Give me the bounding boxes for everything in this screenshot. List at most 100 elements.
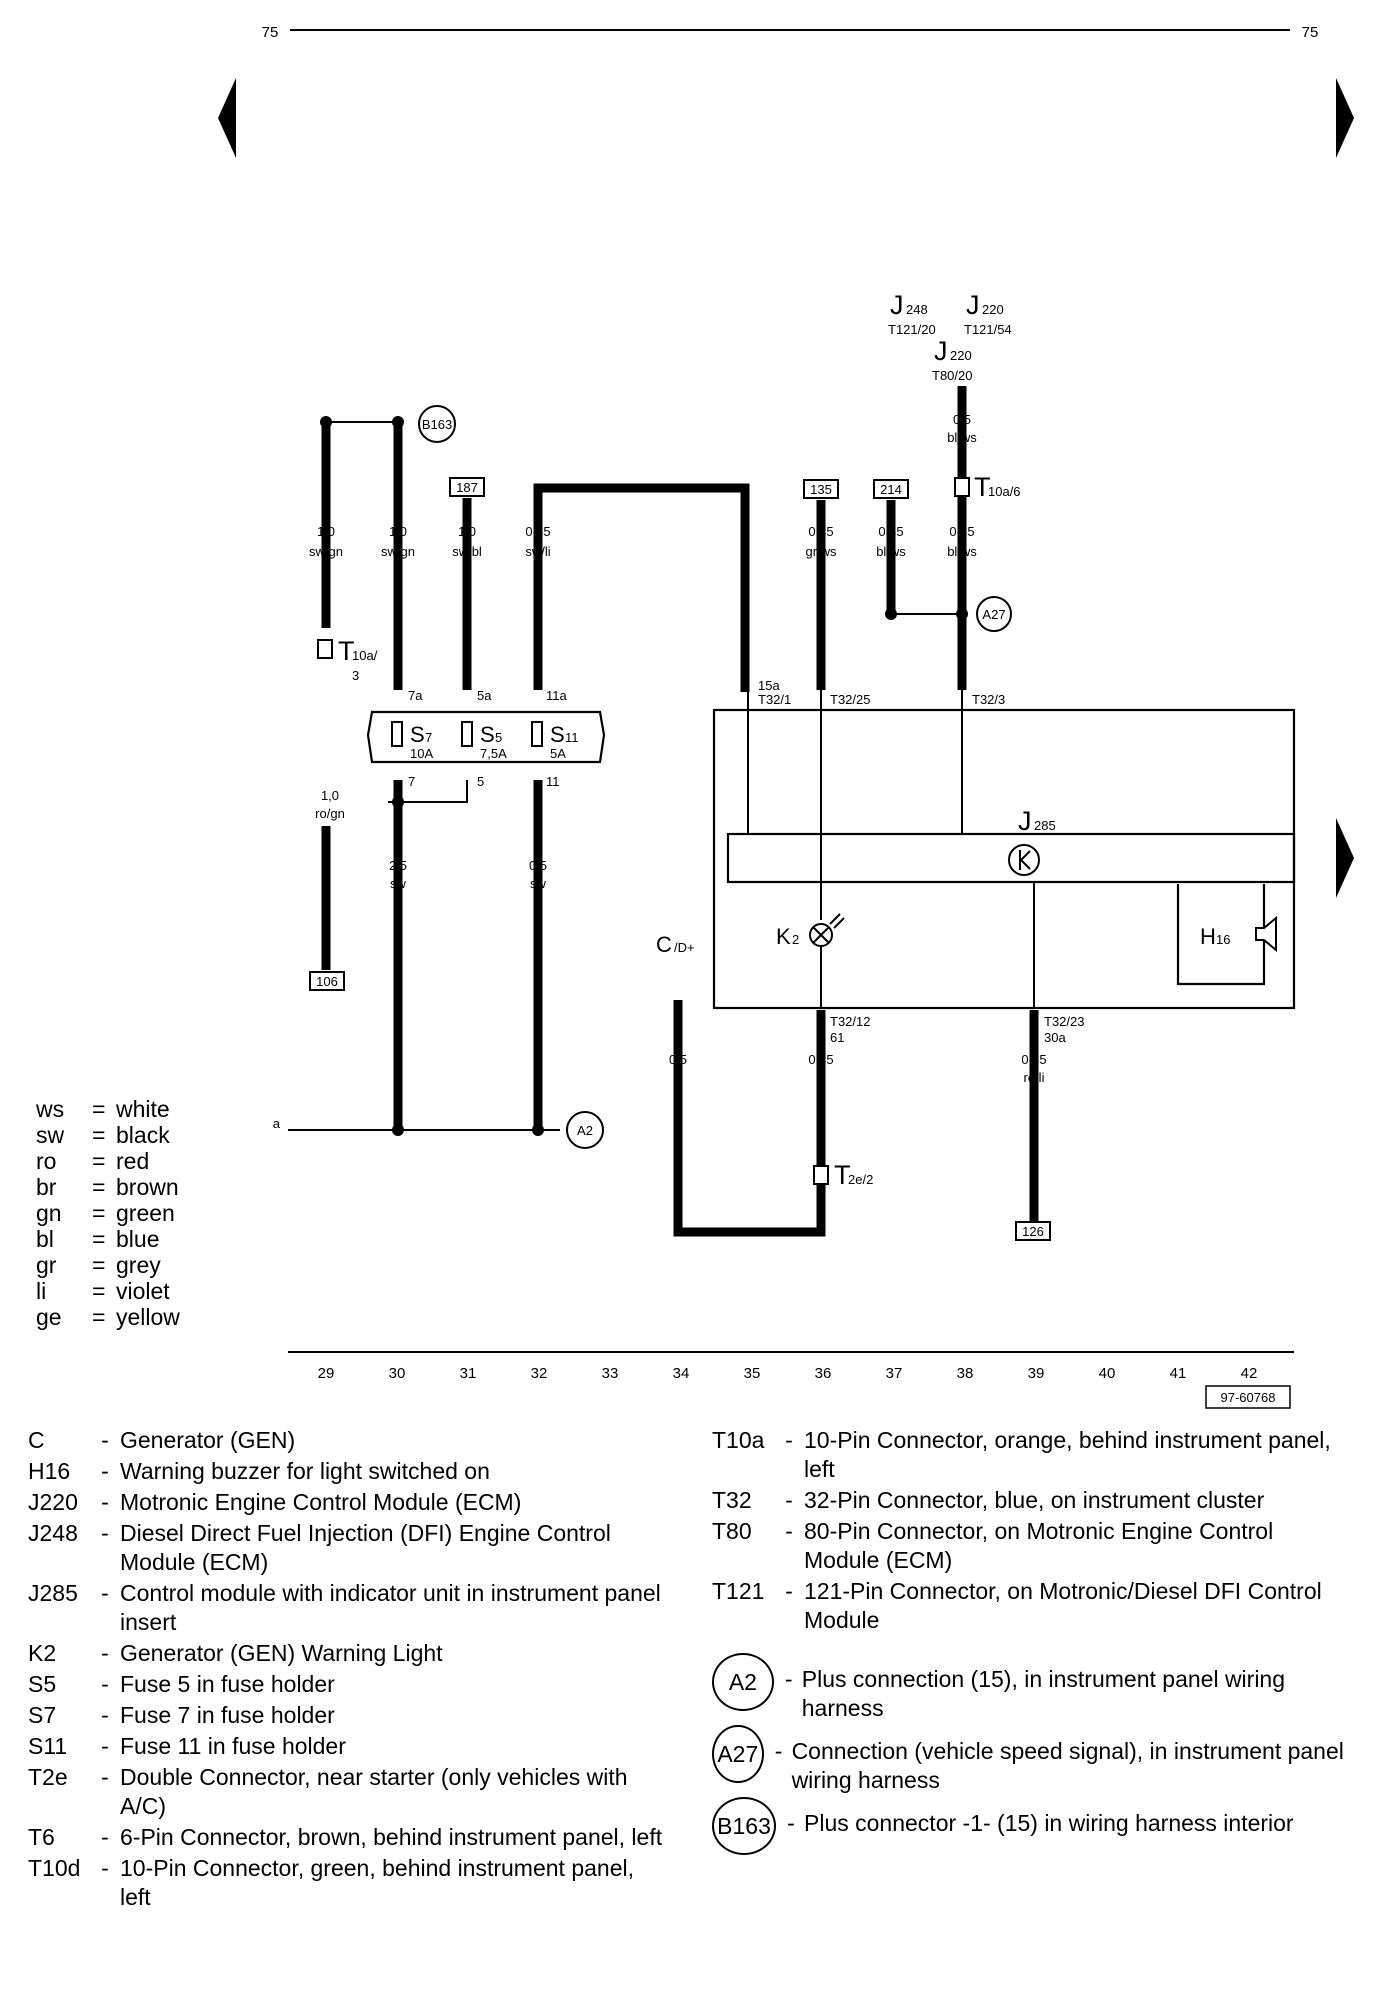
equals-sign: = bbox=[92, 1200, 106, 1226]
t2e2-label: T bbox=[834, 1160, 851, 1190]
color-code: gn bbox=[36, 1200, 62, 1226]
color-name: black bbox=[116, 1122, 170, 1148]
legend-circle-item: A27-Connection (vehicle speed signal), i… bbox=[712, 1725, 1352, 1795]
legend-desc: 6-Pin Connector, brown, behind instrumen… bbox=[120, 1824, 663, 1850]
pin-t32-25: T32/25 bbox=[830, 692, 870, 707]
svg-text:S: S bbox=[550, 722, 565, 747]
legend-dash: - bbox=[101, 1458, 109, 1484]
legend-desc: 121-Pin Connector, on Motronic/Diesel DF… bbox=[804, 1578, 1322, 1633]
color-code: ws bbox=[36, 1096, 65, 1122]
legend-dash: - bbox=[785, 1487, 793, 1513]
color-name: white bbox=[116, 1096, 170, 1122]
color-name: grey bbox=[116, 1252, 161, 1278]
legend-code: T121 bbox=[712, 1578, 765, 1604]
legend-dash: - bbox=[101, 1671, 109, 1697]
grid-number: 32 bbox=[531, 1365, 548, 1382]
legend-dash: - bbox=[101, 1824, 109, 1850]
legend-item: J248-Diesel Direct Fuel Injection (DFI) … bbox=[28, 1519, 668, 1577]
color-code: ro bbox=[36, 1148, 57, 1174]
ref-box-187 bbox=[449, 477, 485, 497]
legend-item: S7-Fuse 7 in fuse holder bbox=[28, 1701, 668, 1730]
legend-left: C-Generator (GEN)H16-Warning buzzer for … bbox=[28, 1426, 668, 1914]
legend-item: T2e-Double Connector, near starter (only… bbox=[28, 1763, 668, 1821]
t10a6-sub: 10a/6 bbox=[988, 484, 1021, 499]
page-number-left: 75 bbox=[262, 24, 279, 41]
prev-page-arrow-icon[interactable] bbox=[218, 78, 236, 158]
legend-item: H16-Warning buzzer for light switched on bbox=[28, 1457, 668, 1486]
svg-text:J: J bbox=[934, 336, 948, 366]
legend-dash: - bbox=[784, 1666, 793, 1692]
legend-item: J285-Control module with indicator unit … bbox=[28, 1579, 668, 1637]
legend-item: T80-80-Pin Connector, on Motronic Engine… bbox=[712, 1517, 1352, 1575]
legend-dash: - bbox=[101, 1427, 109, 1453]
legend-code: S5 bbox=[28, 1671, 57, 1697]
svg-text:7: 7 bbox=[425, 730, 432, 745]
junction-dot bbox=[320, 416, 332, 428]
color-key-row: gr=grey bbox=[36, 1252, 180, 1278]
legend-right: T10a-10-Pin Connector, orange, behind in… bbox=[712, 1426, 1352, 1857]
wire-39-color: ro/li bbox=[1024, 1070, 1045, 1085]
color-key-row: br=brown bbox=[36, 1174, 180, 1200]
ground-a27-circle bbox=[976, 596, 1012, 632]
legend-dash: - bbox=[101, 1520, 109, 1546]
wire-36-top-size: 0,35 bbox=[808, 524, 833, 539]
wire-32-bot-size: 0,5 bbox=[529, 858, 547, 873]
legend-desc: Generator (GEN) bbox=[120, 1427, 296, 1453]
ground-b163-circle bbox=[418, 405, 456, 443]
c-sub: /D+ bbox=[674, 940, 695, 955]
pin-11: 11 bbox=[546, 774, 560, 789]
pin-t32-23: T32/23 bbox=[1044, 1014, 1084, 1029]
pin-t32-12: T32/12 bbox=[830, 1014, 870, 1029]
legend-desc: 32-Pin Connector, blue, on instrument cl… bbox=[804, 1487, 1265, 1513]
wire-32-top-size: 0,35 bbox=[525, 524, 550, 539]
j248-label: J 248 T121/20 bbox=[888, 290, 936, 337]
wire-37-size: 0,35 bbox=[878, 524, 903, 539]
wire-38-upper-size: 0,5 bbox=[953, 412, 971, 427]
legend-dash: - bbox=[101, 1702, 109, 1728]
grid-number: 38 bbox=[957, 1365, 974, 1382]
legend-dash: - bbox=[787, 1810, 795, 1836]
indicator-unit-glyph bbox=[1019, 850, 1031, 870]
legend-dash: - bbox=[774, 1738, 783, 1764]
legend-desc: Motronic Engine Control Module (ECM) bbox=[120, 1489, 522, 1515]
t10a3-pin: 3 bbox=[352, 668, 359, 683]
bus-a-label: a bbox=[273, 1116, 281, 1131]
equals-sign: = bbox=[92, 1278, 106, 1304]
diagram-id: 97-60768 bbox=[1221, 1390, 1276, 1405]
wire-34-size: 0,5 bbox=[669, 1052, 687, 1067]
legend-item: T10a-10-Pin Connector, orange, behind in… bbox=[712, 1426, 1352, 1484]
legend-item: S5-Fuse 5 in fuse holder bbox=[28, 1670, 668, 1699]
equals-sign: = bbox=[92, 1226, 106, 1252]
wire-36-bot-color: bl bbox=[816, 1070, 826, 1085]
ref-box-214 bbox=[873, 479, 909, 499]
next-page-arrow-icon[interactable] bbox=[1336, 78, 1354, 158]
t10a3-sub: 10a/ bbox=[352, 648, 378, 663]
legend-item: C-Generator (GEN) bbox=[28, 1426, 668, 1455]
pin-15a: 15a bbox=[758, 678, 780, 693]
ref-126: 126 bbox=[1022, 1224, 1044, 1239]
c-label: C bbox=[656, 932, 672, 957]
legend-code: S7 bbox=[28, 1702, 57, 1728]
grid-number: 37 bbox=[886, 1365, 903, 1382]
wire-32-bot-color: sw bbox=[530, 876, 547, 891]
continuation-arrow-icon[interactable] bbox=[1336, 818, 1354, 898]
grid-number: 35 bbox=[744, 1365, 761, 1382]
page-number-right: 75 bbox=[1302, 24, 1319, 41]
grid-number: 29 bbox=[318, 1365, 335, 1382]
ref-box-106 bbox=[309, 971, 345, 991]
legend-code: J220 bbox=[28, 1489, 78, 1515]
wire-37-color: bl/ws bbox=[876, 544, 906, 559]
h16-sub: 16 bbox=[1216, 932, 1230, 947]
t10a6-label: T bbox=[974, 472, 991, 502]
pin-5: 5 bbox=[477, 774, 484, 789]
diagram-id-box bbox=[1205, 1385, 1291, 1409]
color-code: sw bbox=[36, 1122, 65, 1148]
color-name: green bbox=[116, 1200, 175, 1226]
svg-text:S: S bbox=[480, 722, 495, 747]
pin-7a: 7a bbox=[408, 688, 423, 703]
junction-dot bbox=[532, 1124, 544, 1136]
color-name: yellow bbox=[116, 1304, 180, 1330]
pin-30a: 30a bbox=[1044, 1030, 1066, 1045]
color-key-row: ge=yellow bbox=[36, 1304, 180, 1330]
